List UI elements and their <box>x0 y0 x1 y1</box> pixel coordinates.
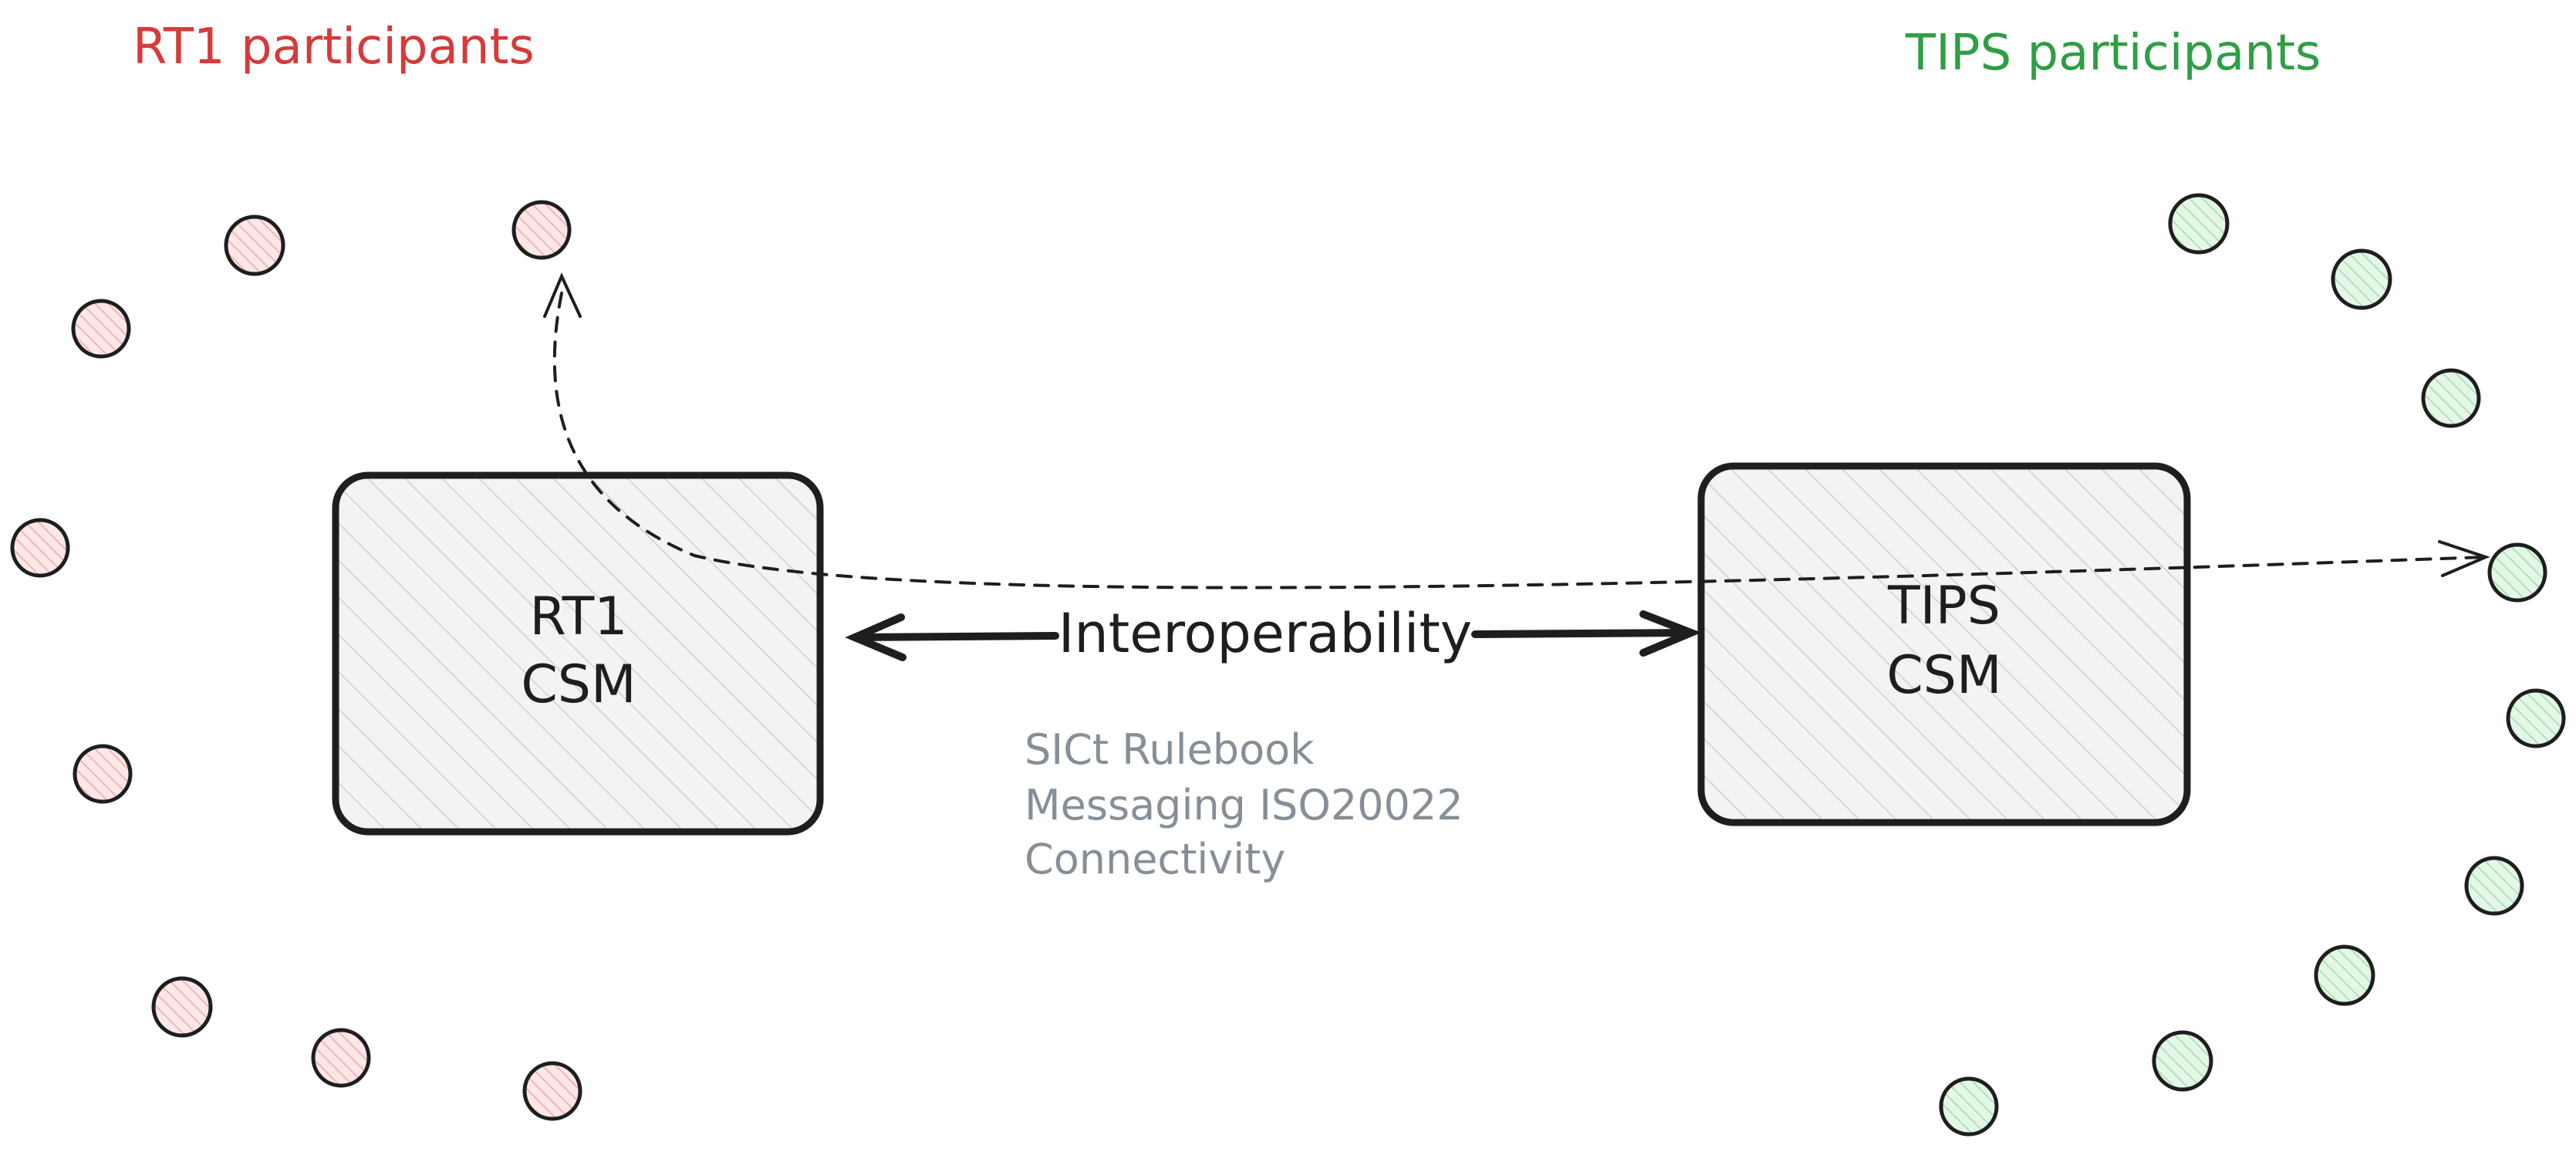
rt1-csm-box: RT1 CSM <box>332 471 824 836</box>
interoperability-notes: SICt Rulebook Messaging ISO20022 Connect… <box>1025 725 1464 883</box>
tips-participant-node <box>2487 542 2547 603</box>
tips-csm-box: TIPS CSM <box>1697 462 2191 826</box>
rt1-csm-label-line2: CSM <box>521 654 636 715</box>
rt1-csm-label-line1: RT1 <box>529 586 627 647</box>
dashed-arrow-head-top <box>543 272 582 318</box>
note-line-2: Messaging ISO20022 <box>1025 781 1464 829</box>
note-line-3: Connectivity <box>1025 835 1285 883</box>
tips-csm-label-line1: TIPS <box>1887 576 2000 637</box>
rt1-participant-node <box>224 215 285 276</box>
tips-participant-node <box>2331 248 2392 310</box>
tips-participants-title: TIPS participants <box>1905 25 2321 82</box>
rt1-participants-title: RT1 participants <box>133 19 535 76</box>
rt1-participant-node <box>511 200 572 260</box>
dashed-arrow-head-right <box>2438 540 2490 577</box>
tips-participant-node <box>2421 368 2481 428</box>
rt1-participant-nodes <box>10 200 582 1121</box>
rt1-participant-node <box>522 1061 582 1121</box>
tips-participant-nodes <box>1939 193 2566 1137</box>
rt1-participant-node <box>73 744 133 804</box>
tips-participant-node <box>2152 1030 2213 1092</box>
tips-participant-node <box>2168 193 2230 255</box>
rt1-participant-node <box>10 518 70 578</box>
tips-participant-node <box>2506 688 2566 748</box>
tips-csm-label-line2: CSM <box>1886 645 2001 706</box>
interoperability-arrow <box>845 610 1702 661</box>
note-line-1: SICt Rulebook <box>1025 725 1315 774</box>
dashed-flow-arrow <box>552 292 2486 590</box>
tips-participant-node <box>1939 1076 1999 1137</box>
rt1-participant-node <box>311 1028 371 1088</box>
rt1-participant-node <box>151 976 213 1038</box>
interoperability-label: Interoperability <box>1058 602 1472 665</box>
tips-participant-node <box>2464 856 2524 916</box>
rt1-participant-node <box>71 299 131 359</box>
tips-participant-node <box>2314 944 2375 1006</box>
